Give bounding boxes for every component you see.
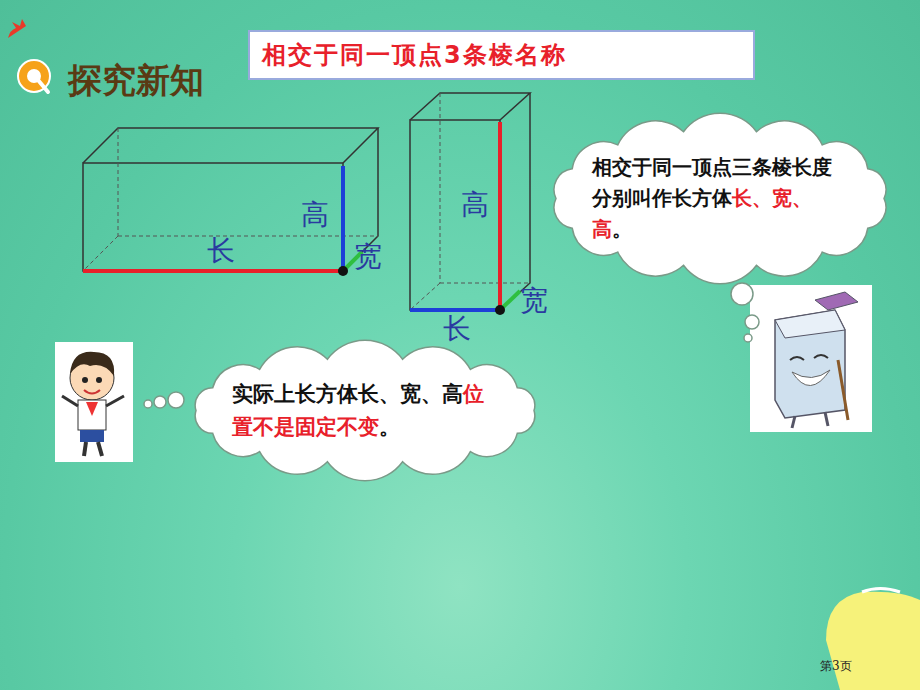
edge-name: 宽 [354,238,382,276]
cloud-shape [195,340,535,481]
corner-decoration [826,589,920,690]
edge-name: 高 [461,186,489,224]
thought-bubbles [144,283,759,408]
thought-cloud: 实际上长方体长、宽、高位置不是固定不变。 [188,350,542,471]
cloud-text: 。 [379,415,400,439]
section-heading: 探究新知 [68,58,204,104]
page-number: 第3页 [820,658,852,675]
title-text: 相交于同一顶点3条棱名称 [262,39,567,71]
cloud-text: 。 [612,217,632,241]
boy-picture [55,342,133,462]
cloud-shape [554,113,886,284]
thought-cloud: 相交于同一顶点三条棱长度分别叫作长方体长、宽、高。 [548,122,892,275]
book-character [750,285,872,432]
cloud-text: 实际上长方体长、宽、高 [232,382,463,406]
wide-cuboid [83,128,378,276]
edge-name: 宽 [520,282,548,320]
q-icon [8,19,50,92]
title-box: 相交于同一顶点3条棱名称 [248,30,755,80]
edge-name: 长 [207,232,235,270]
edge-name: 高 [301,196,329,234]
cloud-outline [188,350,542,471]
tall-cuboid [410,93,530,315]
edge-name: 长 [443,310,471,348]
